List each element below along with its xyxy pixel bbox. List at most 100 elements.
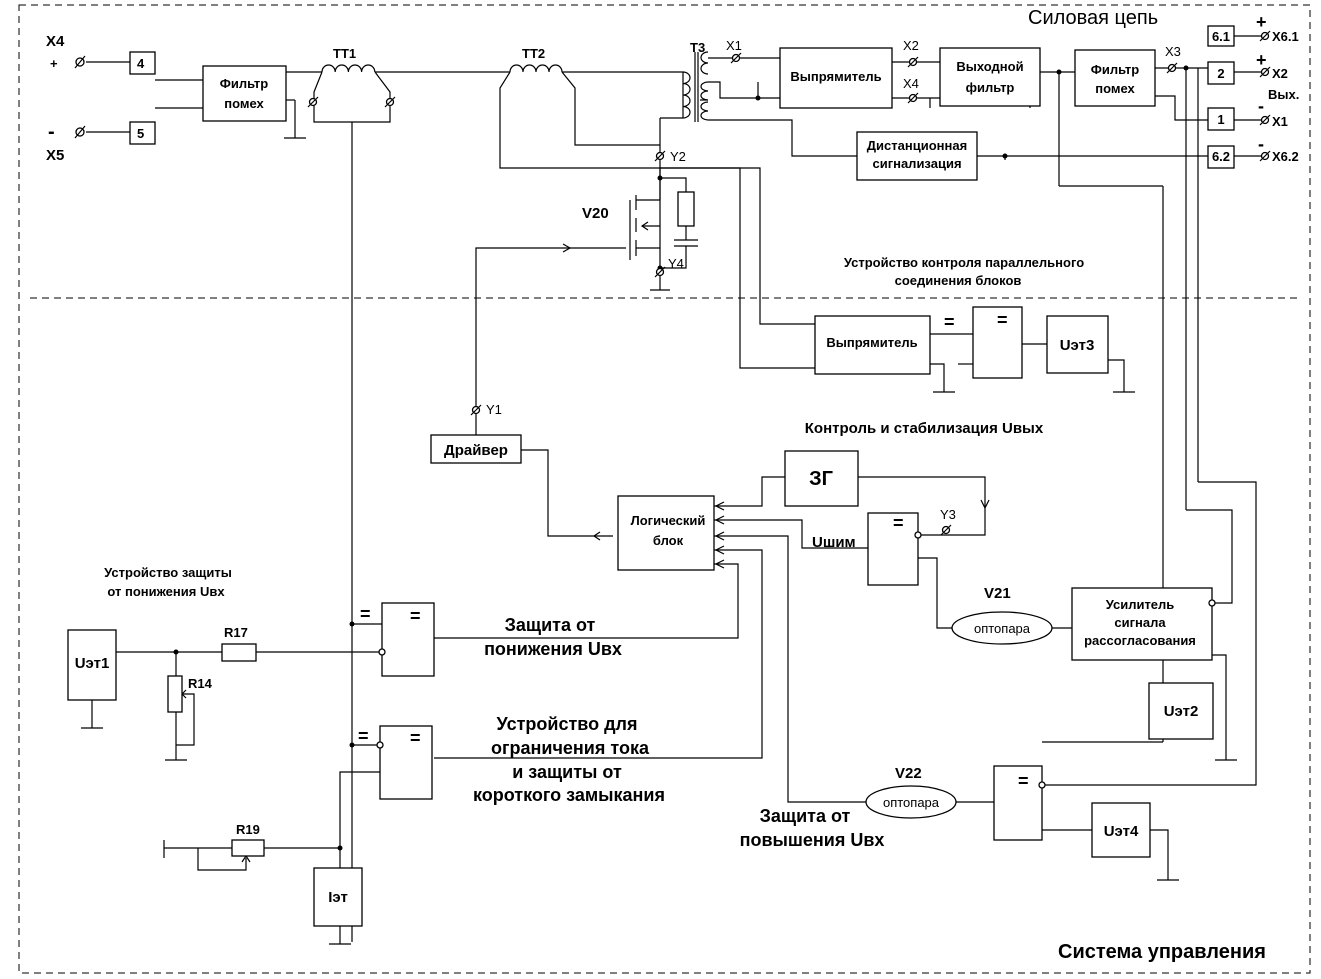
- v22-label: V22: [895, 765, 922, 782]
- optocoupler-v21: [951, 611, 1053, 645]
- under-dev-text2: от понижения Uвх: [107, 584, 225, 599]
- x2-out-label: X2: [1272, 66, 1288, 81]
- y4-label: Y4: [668, 256, 684, 271]
- out-1: 1: [1217, 112, 1224, 127]
- y1-label: Y1: [486, 402, 502, 417]
- parallel-text1: Устройство контроля параллельного: [844, 255, 1084, 270]
- under-prot-text1: Защита от: [505, 615, 596, 635]
- x4-label: X4: [46, 33, 65, 50]
- tt1-label: TT1: [333, 46, 356, 61]
- amp-text2: сигнала: [1114, 615, 1166, 630]
- r19-label: R19: [236, 822, 260, 837]
- comparator-over-box: [993, 765, 1043, 841]
- eq-2: =: [997, 310, 1008, 330]
- uet3-text: Uэт3: [1060, 337, 1095, 354]
- zg-text: ЗГ: [809, 468, 833, 490]
- terminal-symbols: [74, 30, 1271, 536]
- eq-pwm: =: [893, 513, 904, 533]
- current-text2: ограничения тока: [491, 738, 650, 758]
- out-2: 2: [1217, 66, 1224, 81]
- filter1-text2: помех: [224, 96, 264, 111]
- eq-over: =: [1018, 771, 1029, 791]
- r14-resistor: [167, 675, 183, 713]
- plus-2: +: [1256, 50, 1267, 70]
- x5-sign: -: [48, 121, 55, 143]
- eq-current-1: =: [358, 726, 369, 746]
- x6-1-label: X6.1: [1272, 29, 1299, 44]
- x4-mid-label: X4: [903, 76, 919, 91]
- v20-resistor: [677, 191, 695, 227]
- coil-tt2: [509, 64, 563, 73]
- filter2-text1: Фильтр: [1091, 62, 1140, 77]
- coil-t3: [682, 51, 709, 121]
- filter2-box: [1074, 49, 1156, 107]
- v21-label: V21: [984, 585, 1011, 602]
- uet4-text: Uэт4: [1104, 823, 1139, 840]
- power-wires: [86, 35, 1262, 942]
- rectifier2-box: [814, 315, 931, 375]
- eq-under-1: =: [360, 604, 371, 624]
- x1-top-label: X1: [726, 38, 742, 53]
- x1-out-label: X1: [1272, 114, 1288, 129]
- uet1-box: [67, 629, 117, 701]
- eq-current-2: =: [410, 728, 421, 748]
- iet-text: Iэт: [328, 889, 348, 906]
- filter1-box: [202, 65, 287, 122]
- over-text2: повышения Uвх: [740, 830, 885, 850]
- eq-under-2: =: [410, 606, 421, 626]
- x2-mid-label: X2: [903, 38, 919, 53]
- out-6-1: 6.1: [1212, 29, 1230, 44]
- junction-dots: [173, 65, 1189, 851]
- stab-label: Контроль и стабилизация Uвых: [805, 420, 1044, 437]
- rectifier-box: [779, 47, 893, 109]
- current-text4: короткого замыкания: [473, 785, 665, 805]
- uet3-box: [1046, 315, 1109, 374]
- amp-text3: рассогласования: [1084, 633, 1196, 648]
- out-filter-text2: фильтр: [966, 80, 1015, 95]
- control-system-title: Система управления: [1058, 941, 1266, 963]
- output-filter-box: [939, 47, 1041, 107]
- comparator-3-box: [972, 306, 1023, 379]
- comparator-pwm-box: [867, 512, 919, 586]
- plus-6-1: +: [1256, 12, 1267, 32]
- coil-tt1: [321, 64, 376, 73]
- filter2-text2: помех: [1095, 81, 1135, 96]
- rectifier-text: Выпрямитель: [790, 69, 881, 84]
- t3-label: T3: [690, 40, 705, 55]
- r19-resistor: [231, 839, 265, 857]
- comparator-current-box: [379, 725, 433, 800]
- driver-text: Драйвер: [444, 442, 508, 459]
- power-circuit-title: Силовая цепь: [1028, 7, 1158, 29]
- outer-frame: [18, 4, 1311, 974]
- out-label: Вых.: [1268, 87, 1299, 102]
- zg-box: [784, 450, 859, 507]
- r17-resistor: [221, 643, 257, 662]
- v20-label: V20: [582, 205, 609, 222]
- over-text1: Защита от: [760, 806, 851, 826]
- eq-1: =: [944, 312, 955, 332]
- current-text3: и защиты от: [512, 762, 622, 782]
- under-dev-text1: Устройство защиты: [104, 565, 232, 580]
- out-filter-text1: Выходной: [956, 59, 1023, 74]
- opto1-text: оптопара: [974, 621, 1031, 636]
- amp-text1: Усилитель: [1106, 597, 1175, 612]
- y3-label: Y3: [940, 507, 956, 522]
- uet2-box: [1148, 682, 1214, 740]
- comparator-under-box: [381, 602, 435, 677]
- filter1-text1: Фильтр: [220, 76, 269, 91]
- x4-sign: +: [50, 56, 58, 71]
- x5-label: X5: [46, 147, 64, 164]
- pin-4: 4: [137, 56, 145, 71]
- minus-6-2: -: [1258, 134, 1264, 154]
- under-prot-text2: понижения Uвх: [484, 639, 622, 659]
- r17-label: R17: [224, 625, 248, 640]
- amp-box: [1071, 587, 1213, 661]
- tt2-label: TT2: [522, 46, 545, 61]
- logic-text1: Логический: [631, 513, 706, 528]
- remote-box: [856, 131, 978, 181]
- out-6-2: 6.2: [1212, 149, 1230, 164]
- current-text1: Устройство для: [497, 714, 638, 734]
- opto2-text: оптопара: [883, 795, 940, 810]
- uet1-text: Uэт1: [75, 655, 110, 672]
